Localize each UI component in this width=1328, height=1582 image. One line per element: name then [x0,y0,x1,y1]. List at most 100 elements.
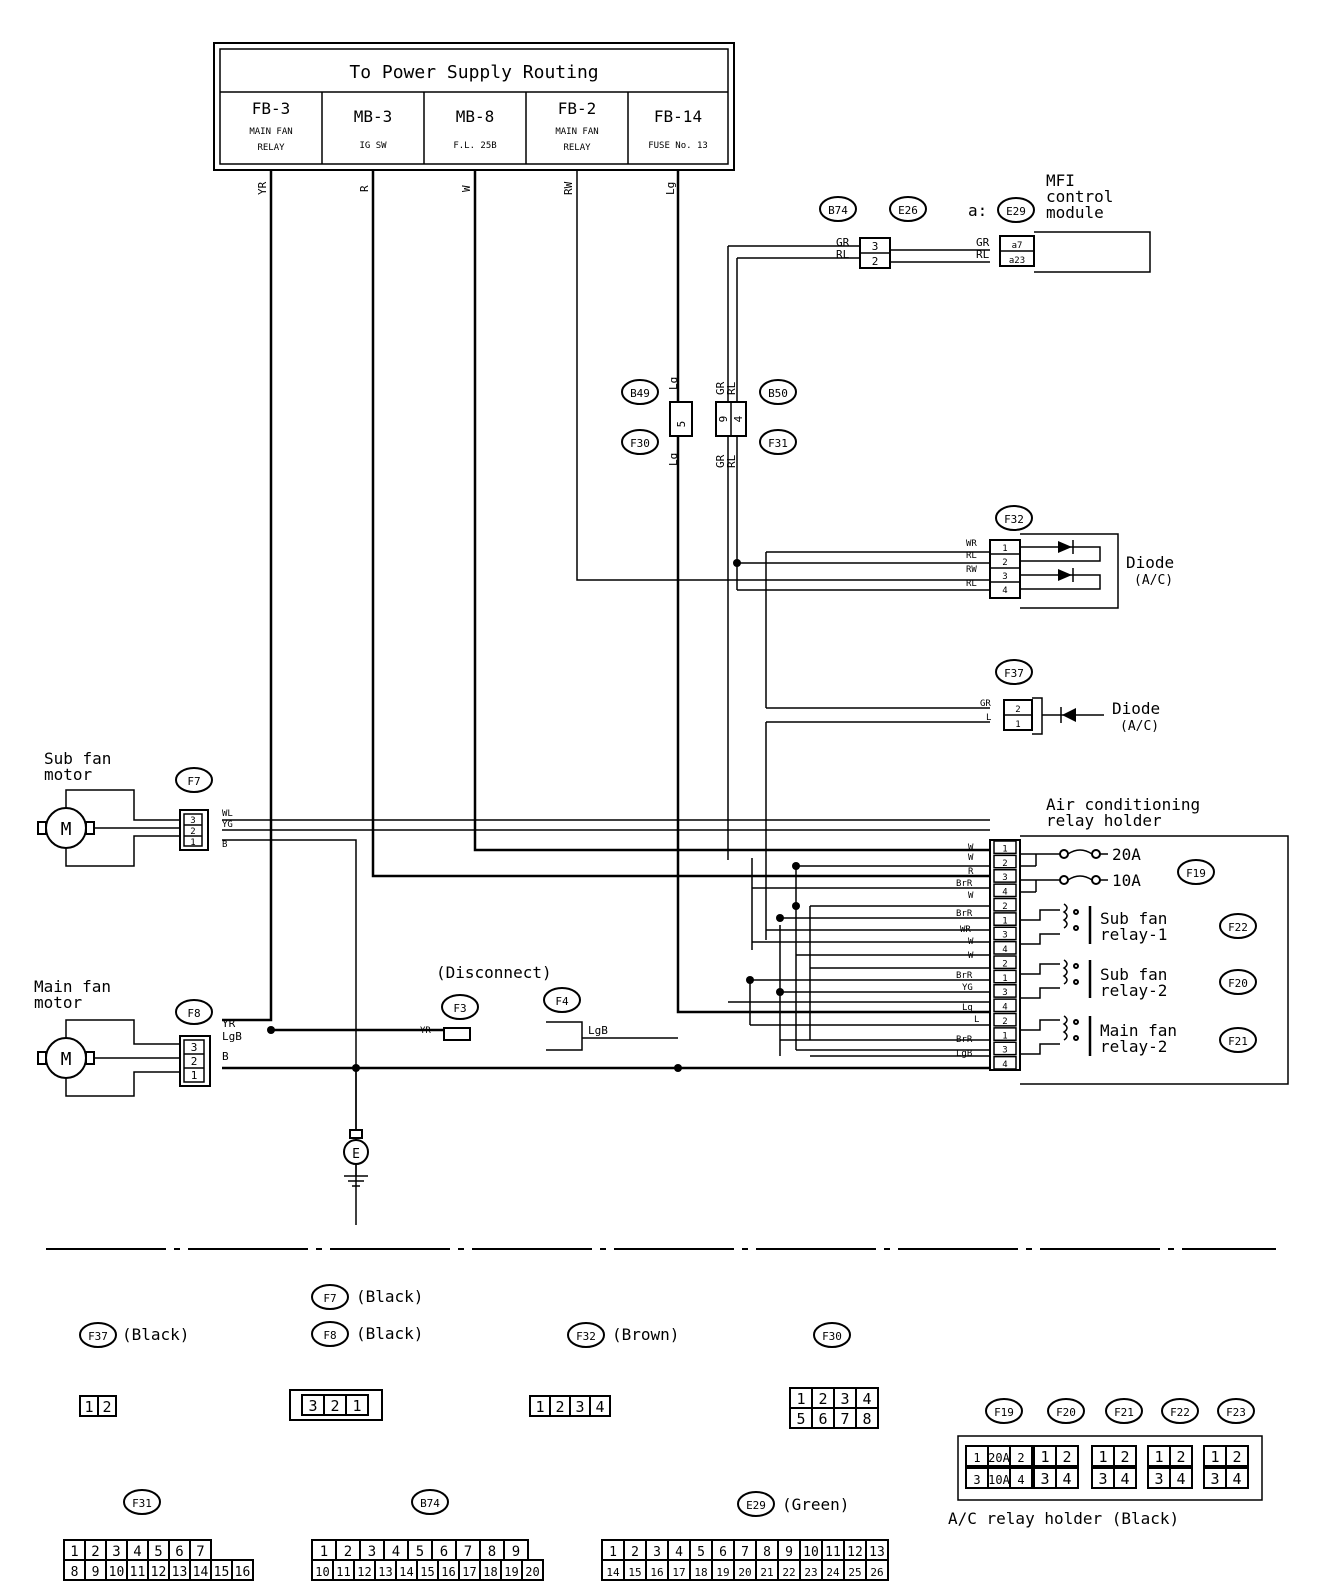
pin-number: 20A [988,1451,1010,1465]
diode-label: (A/C) [1120,719,1159,734]
connector-color: (Brown) [612,1325,679,1344]
pin-number: 10A [988,1473,1010,1487]
pin-cell [1169,1467,1193,1489]
pin-number: 5 [416,1544,424,1560]
mfi-prefix: a: [968,201,987,220]
pin-number: 2 [1176,1448,1185,1466]
wire-label: L [974,1015,979,1025]
diode-label: Diode [1126,553,1174,572]
pin: 9 [717,416,730,423]
relay-holder-label: relay holder [1046,811,1162,830]
wire-label: YG [962,983,973,993]
cell-code: MB-3 [354,107,393,126]
pin-cell [865,1559,889,1581]
relay-icon [1020,959,1092,999]
junctions [267,559,800,1072]
pin-number: 15 [420,1565,434,1579]
pin-number: 22 [782,1566,795,1579]
wire-label: W [460,185,473,192]
pin-number: 21 [760,1566,773,1579]
pin-number: 7 [840,1410,849,1428]
wire-label: W [968,891,974,901]
pin: 5 [675,421,688,428]
pin-cell [1055,1467,1079,1489]
pin-cell [1225,1445,1249,1467]
wire-label: RL [725,381,738,395]
f37-diode: F37 2 1 GR L Diode (A/C) [980,659,1160,735]
pin-number: 9 [92,1565,100,1580]
pin-number: 17 [672,1566,685,1579]
ground: E [343,1068,369,1187]
wire-label: YG [222,820,233,830]
connector-id: F20 [1056,1406,1076,1419]
pin: 2 [1002,558,1007,568]
pin: 3 [1002,572,1007,582]
pin-cell [993,998,1017,1013]
pin-cell [231,1559,254,1581]
pin-number: 4 [862,1390,871,1408]
disconnect-label: (Disconnect) [436,963,552,982]
connector-color: (Black) [356,1287,423,1306]
pin-number: 3 [1210,1470,1219,1488]
pin-cell [1225,1467,1249,1489]
pin-number: 1 [535,1398,544,1416]
wire-label: LgB [956,1049,972,1059]
f32-diode: F32 1 2 3 4 WR RL RW RL Diode (A/C) [966,505,1174,609]
pin-number: 4 [1062,1470,1071,1488]
connector-id: F30 [822,1330,842,1343]
connector-id: E29 [746,1499,766,1512]
connector-id: F21 [1114,1406,1134,1419]
connector-id: F31 [768,437,788,450]
connector-id: F20 [1228,977,1248,990]
connector-id: B74 [828,204,848,217]
pin-number: 2 [1232,1448,1241,1466]
pin-cell [993,869,1017,883]
wire-label: BrR [956,971,973,981]
pin-number: 9 [785,1545,793,1560]
pin-number: 1 [320,1544,328,1560]
pin-cell [993,897,1017,912]
pin-number: 14 [606,1566,620,1579]
pin-number: 13 [378,1565,392,1579]
pin-number: 26 [870,1566,883,1579]
pin-number: 1 [1040,1448,1049,1466]
wire-label: RW [966,565,977,575]
cell-code: MB-8 [456,107,495,126]
pin-number: 15 [628,1566,641,1579]
pin: 2 [872,255,879,268]
mfi-label: control [1046,187,1113,206]
pin-cell [589,1395,611,1417]
connector-id: F31 [132,1497,152,1510]
pin-cell [993,883,1017,898]
diode-icon [1058,541,1072,553]
cell-desc: IG SW [359,141,387,151]
pin-number: 8 [71,1565,79,1580]
connector-color: (Black) [356,1324,423,1343]
pin: 1 [191,1069,198,1082]
connector-id: F7 [323,1292,336,1305]
pin-cell [1009,1467,1033,1489]
connector-id: B49 [630,387,650,400]
pin: 4 [1002,888,1007,898]
wire-label: YR [420,1026,431,1036]
cell-code: FB-3 [252,99,291,118]
pin-number: 3 [1154,1470,1163,1488]
pin-number: 1 [1210,1448,1219,1466]
pin: 3 [872,240,879,253]
pin-cell [1113,1445,1137,1467]
diode-icon [1062,708,1076,722]
pin-number: 3 [368,1544,376,1560]
pin-number: 11 [130,1565,146,1580]
cell-code: FB-14 [654,107,702,126]
pin: 4 [1002,1003,1007,1013]
pin-cell [1169,1445,1193,1467]
relay-holder-legend-label: A/C relay holder (Black) [948,1509,1179,1528]
pin-number: 12 [357,1565,371,1579]
connector-id: F8 [323,1329,336,1342]
pin-number: 3 [575,1398,584,1416]
cell-code: FB-2 [558,99,597,118]
pin-number: 6 [440,1544,448,1560]
pin-cell [1009,1445,1033,1467]
pin-number: 3 [840,1390,849,1408]
